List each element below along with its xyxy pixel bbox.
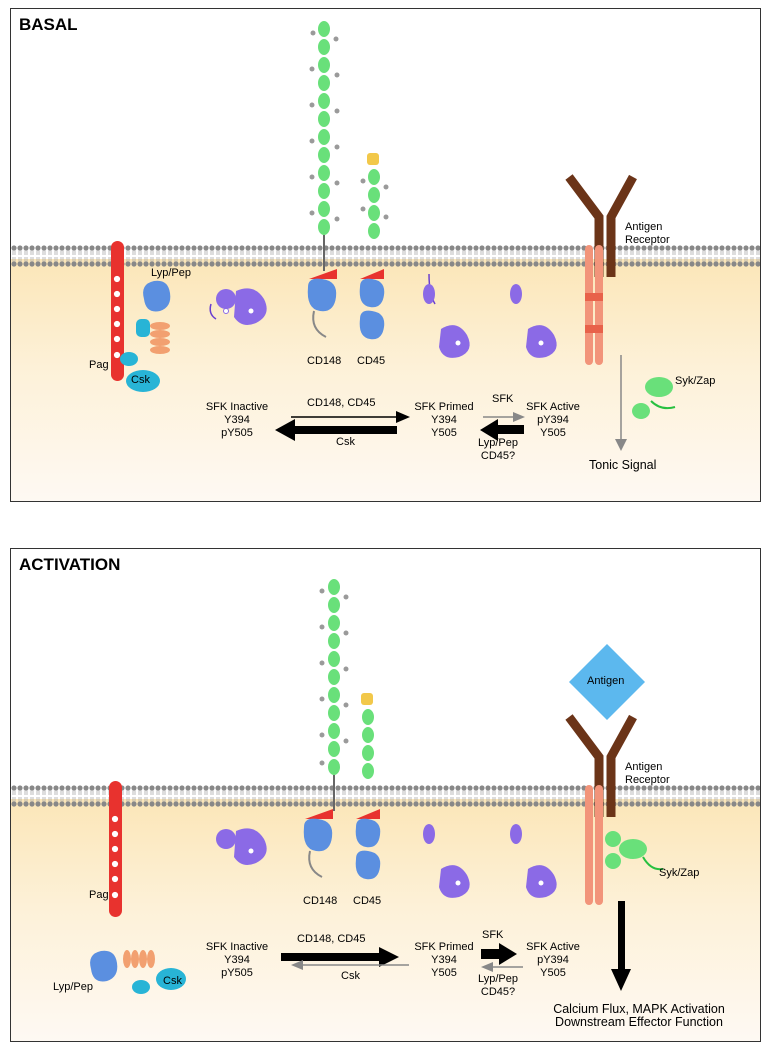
antigen-receptor-label-1: Antigen xyxy=(625,221,663,233)
equilibrium-arrows xyxy=(275,355,627,451)
lyp-pep-protein xyxy=(136,280,171,354)
antigen-receptor-label-2: Receptor xyxy=(625,774,670,786)
antigen-receptor xyxy=(565,174,637,365)
sfk-inactive-protein xyxy=(216,828,267,865)
pag-protein xyxy=(111,241,124,381)
lipid-bilayer xyxy=(11,245,760,267)
csk-protein-label: Csk xyxy=(163,975,182,987)
cd45-label: CD45 xyxy=(357,355,386,367)
lyp-pep-csk-complex xyxy=(90,950,186,994)
activation-title: ACTIVATION xyxy=(19,555,121,574)
arrow-csk-label: Csk xyxy=(341,970,360,982)
cd45-label: CD45 xyxy=(353,895,382,907)
equilibrium-arrows xyxy=(281,901,631,991)
arrow-cd148-cd45-label: CD148, CD45 xyxy=(297,933,366,945)
cd148-protein xyxy=(303,579,349,878)
sfk-primed-protein xyxy=(423,824,470,898)
cd45-protein xyxy=(359,153,389,340)
basal-illustration xyxy=(111,21,676,451)
antigen-receptor xyxy=(565,714,637,905)
activation-illustration xyxy=(90,579,664,994)
sfk-active-protein xyxy=(510,284,557,358)
pag-label: Pag xyxy=(89,889,109,901)
pag-label: Pag xyxy=(89,359,109,371)
arrow-sfk-label: SFK xyxy=(482,929,504,941)
pag-protein xyxy=(109,781,122,917)
antigen-receptor-label-2: Receptor xyxy=(625,234,670,246)
lipid-bilayer xyxy=(11,785,760,807)
arrow-sfk-label: SFK xyxy=(492,393,514,405)
tonic-signal-label: Tonic Signal xyxy=(589,458,657,472)
sfk-inactive-protein xyxy=(209,288,267,325)
cd148-label: CD148 xyxy=(307,355,342,367)
lyp-pep-label: Lyp/Pep xyxy=(53,981,93,993)
cd148-protein xyxy=(307,21,340,338)
antigen-receptor-label-1: Antigen xyxy=(625,761,663,773)
arrow-cd148-cd45-label: CD148, CD45 xyxy=(307,397,376,409)
sfk-primed-protein xyxy=(423,273,470,358)
basal-title: BASAL xyxy=(19,15,78,34)
syk-zap-label: Syk/Zap xyxy=(659,867,700,879)
sfk-active-protein xyxy=(510,824,557,898)
lyp-pep-label: Lyp/Pep xyxy=(151,267,191,279)
csk-protein xyxy=(120,352,160,392)
cd45-protein xyxy=(355,693,381,880)
syk-zap-protein xyxy=(605,831,664,871)
syk-zap-label: Syk/Zap xyxy=(675,375,716,387)
basal-panel: BASAL Lyp/Pep Pag Csk CD148 CD45 Antigen… xyxy=(10,8,761,502)
arrow-csk-label: Csk xyxy=(336,436,355,448)
antigen-label: Antigen xyxy=(587,675,625,687)
activation-panel: ACTIVATION Antigen Antigen Receptor Pag … xyxy=(10,548,761,1042)
antigen-diamond xyxy=(569,644,645,720)
cd148-label: CD148 xyxy=(303,895,338,907)
syk-zap-protein xyxy=(632,377,676,419)
csk-protein-label: Csk xyxy=(131,374,150,386)
